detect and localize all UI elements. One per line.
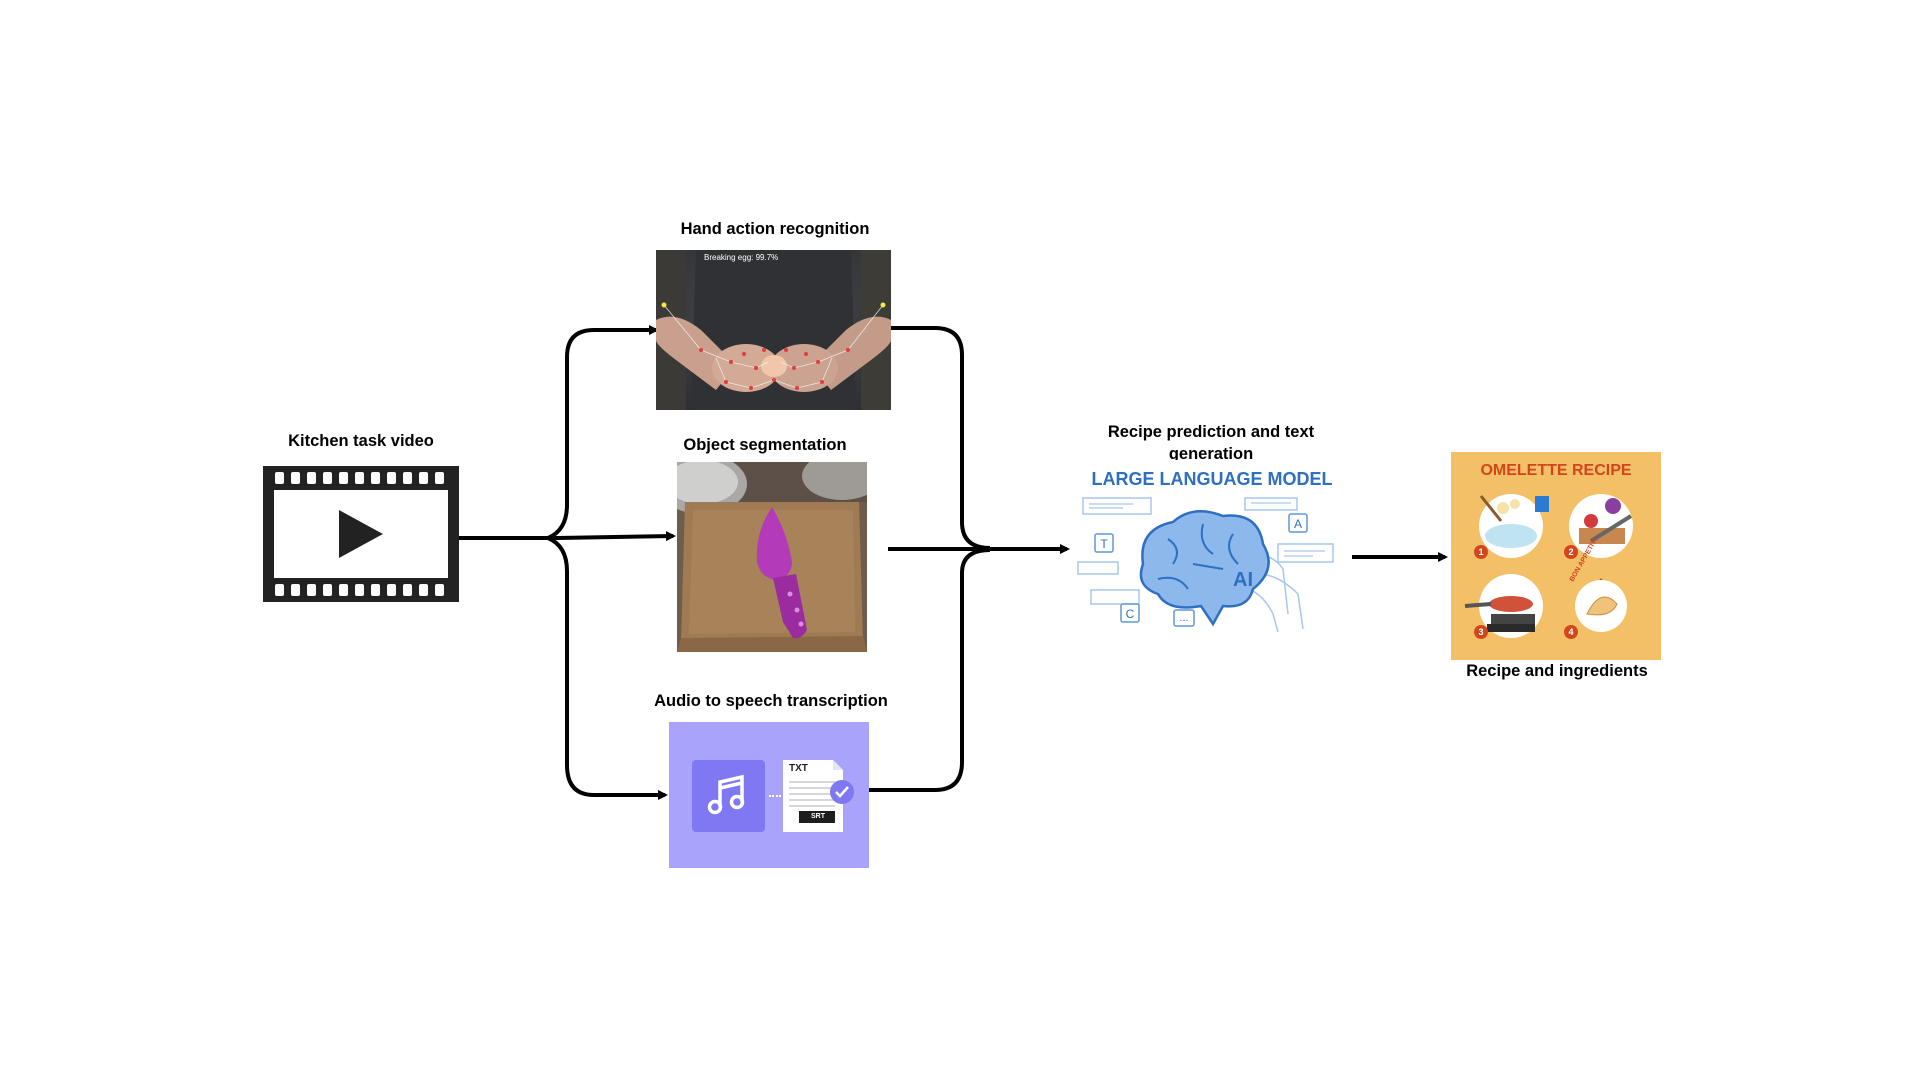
llm-panel: LARGE LANGUAGE MODEL T A C ... AI	[1073, 460, 1351, 640]
recipe-illustrations: BON APPETIT! 1 2 3 4	[1464, 494, 1633, 639]
label-audio-transcription: Audio to speech transcription	[654, 692, 888, 710]
step-1: 1	[1478, 547, 1483, 557]
step-2: 2	[1568, 547, 1573, 557]
txt-label: TXT	[789, 763, 808, 774]
step-4: 4	[1568, 627, 1573, 637]
label-kitchen-task-video: Kitchen task video	[288, 432, 434, 450]
hand-action-image: Breaking egg: 99.7%	[656, 250, 891, 410]
film-strip-icon	[263, 466, 459, 602]
label-hand-action-recognition: Hand action recognition	[680, 220, 870, 238]
tag-t: T	[1100, 537, 1108, 551]
tag-dots: ...	[1179, 612, 1188, 624]
label-object-segmentation: Object segmentation	[683, 436, 847, 454]
label-llm-caption: Recipe prediction and text generation	[1107, 423, 1315, 463]
play-icon	[339, 510, 383, 558]
music-note-icon	[692, 760, 765, 832]
recipe-title: OMELETTE RECIPE	[1480, 462, 1632, 479]
dotted-connector	[769, 795, 781, 797]
arrow-to-audio	[547, 536, 668, 800]
srt-badge: SRT	[811, 813, 825, 820]
tag-a: A	[1294, 517, 1302, 531]
recipe-card: OMELETTE RECIPE BON APPETIT! 1 2 3 4	[1451, 452, 1661, 660]
tag-c: C	[1126, 607, 1135, 621]
llm-title: LARGE LANGUAGE MODEL	[1091, 469, 1333, 489]
arrow-to-object	[556, 531, 676, 542]
audio-transcription-panel: TXT SRT	[669, 722, 869, 868]
arrow-from-hand	[891, 326, 991, 550]
label-recipe-output: Recipe and ingredients	[1466, 662, 1648, 680]
arrow-to-hand	[547, 325, 659, 540]
object-segmentation-image	[677, 462, 867, 652]
hand-overlay-text: Breaking egg: 99.7%	[704, 253, 778, 262]
brain-icon: T A C ... AI	[1077, 497, 1334, 633]
step-3: 3	[1478, 627, 1483, 637]
arrow-from-audio	[869, 548, 991, 792]
brain-ai-text: AI	[1233, 569, 1253, 591]
document-icon	[783, 760, 854, 832]
